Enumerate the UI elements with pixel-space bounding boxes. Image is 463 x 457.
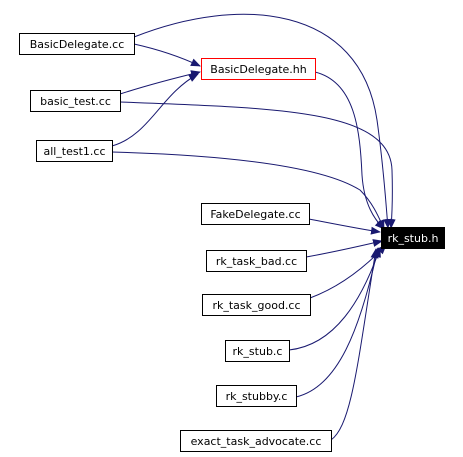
- node-rk-stub-c[interactable]: rk_stub.c: [225, 340, 290, 362]
- edge-basicdelegate-cc-to-rk-stub-h: [133, 13, 392, 229]
- node-box: [30, 90, 121, 112]
- edge-fakedelegate-cc-to-rk-stub-h: [308, 218, 381, 235]
- node-box: [381, 227, 445, 249]
- edge-basicdelegate-hh-to-rk-stub-h: [314, 71, 385, 230]
- node-label: exact_task_advocate.cc: [191, 435, 322, 448]
- node-label: BasicDelegate.cc: [30, 38, 125, 51]
- node-fakedelegate-cc[interactable]: FakeDelegate.cc: [201, 203, 310, 225]
- node-rk-stubby-c[interactable]: rk_stubby.c: [216, 385, 297, 407]
- node-exact-task-advocate-cc[interactable]: exact_task_advocate.cc: [180, 430, 332, 452]
- node-label: basic_test.cc: [40, 95, 111, 108]
- edge-all-test1-cc-to-basicdelegate-hh: [111, 73, 199, 147]
- node-box: [206, 250, 307, 272]
- node-label: rk_task_bad.cc: [216, 255, 297, 268]
- node-box: [36, 140, 113, 162]
- node-label: rk_task_good.cc: [212, 299, 300, 312]
- node-box: [225, 340, 290, 362]
- node-basic-test-cc[interactable]: basic_test.cc: [30, 90, 121, 112]
- node-basicdelegate-hh[interactable]: BasicDelegate.hh: [201, 58, 316, 80]
- node-label: rk_stub.c: [233, 345, 283, 358]
- node-label: BasicDelegate.hh: [210, 63, 306, 76]
- node-label: all_test1.cc: [43, 145, 105, 158]
- edge-rk-stubby-c-to-rk-stub-h: [295, 247, 380, 398]
- node-label: FakeDelegate.cc: [210, 208, 300, 221]
- node-rk-task-good-cc[interactable]: rk_task_good.cc: [202, 294, 311, 316]
- edge-basic-test-cc-to-rk-stub-h: [119, 101, 396, 229]
- edge-all-test1-cc-to-rk-stub-h: [111, 151, 385, 230]
- node-basicdelegate-cc[interactable]: BasicDelegate.cc: [19, 33, 135, 55]
- edge-basic-test-cc-to-basicdelegate-hh: [119, 70, 201, 95]
- node-label: rk_stubby.c: [226, 390, 288, 403]
- node-box: [202, 294, 311, 316]
- node-box: [201, 58, 316, 80]
- edge-basicdelegate-cc-to-basicdelegate-hh: [133, 43, 201, 67]
- node-box: [19, 33, 135, 55]
- node-rk-task-bad-cc[interactable]: rk_task_bad.cc: [206, 250, 307, 272]
- node-label: rk_stub.h: [388, 232, 439, 245]
- node-rk-stub-h[interactable]: rk_stub.h: [381, 227, 445, 249]
- node-box: [180, 430, 332, 452]
- edge-rk-task-bad-cc-to-rk-stub-h: [305, 239, 383, 258]
- node-box: [201, 203, 310, 225]
- edge-exact-task-advocate-cc-to-rk-stub-h: [330, 248, 379, 441]
- node-box: [216, 385, 297, 407]
- edge-rk-task-good-cc-to-rk-stub-h: [309, 244, 387, 299]
- edges-layer: [111, 13, 396, 441]
- node-all-test1-cc[interactable]: all_test1.cc: [36, 140, 113, 162]
